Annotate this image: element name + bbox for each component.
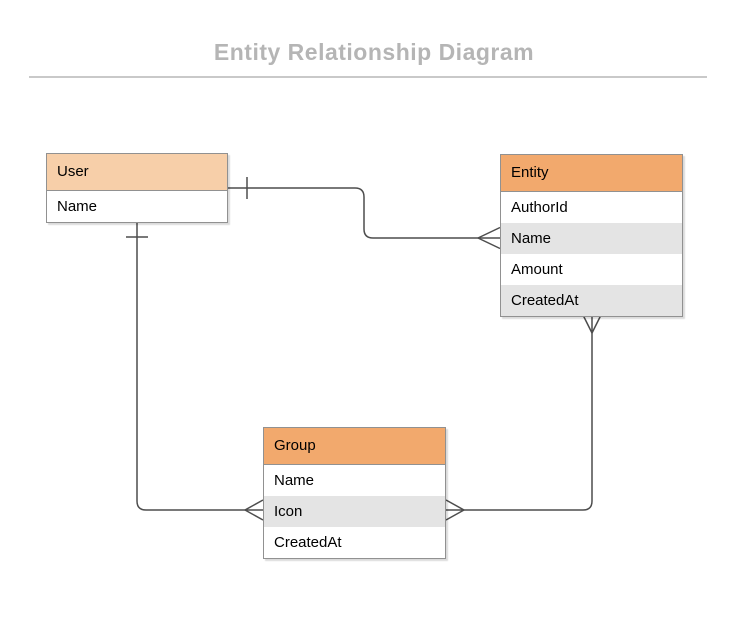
entity-table-user: User Name (46, 153, 228, 223)
crowsfoot-many-entity-icon (477, 226, 501, 250)
table-header: Entity (501, 155, 682, 192)
connector-line (228, 187, 500, 239)
table-field: Name (264, 464, 445, 496)
entity-table-group: Group Name Icon CreatedAt (263, 427, 446, 559)
connector-user-entity (228, 177, 501, 250)
table-field: AuthorId (501, 191, 682, 223)
table-field: CreatedAt (501, 284, 682, 316)
crowsfoot-many-group-right-icon (445, 499, 465, 521)
diagram-title: Entity Relationship Diagram (213, 39, 535, 65)
table-field: Name (47, 190, 227, 222)
table-field: Icon (264, 495, 445, 527)
connector-line (446, 315, 593, 511)
table-header: Group (264, 428, 445, 465)
table-field: Name (501, 222, 682, 254)
table-field: CreatedAt (264, 526, 445, 558)
connector-entity-group (445, 314, 602, 521)
crowsfoot-many-entity-bottom-icon (582, 314, 602, 334)
title-divider (29, 76, 707, 78)
entity-table-entity: Entity AuthorId Name Amount CreatedAt (500, 154, 683, 317)
table-header: User (47, 154, 227, 191)
table-field: Amount (501, 253, 682, 285)
connector-user-group (126, 221, 264, 521)
connector-line (136, 221, 263, 511)
crowsfoot-many-group-left-icon (244, 499, 264, 521)
